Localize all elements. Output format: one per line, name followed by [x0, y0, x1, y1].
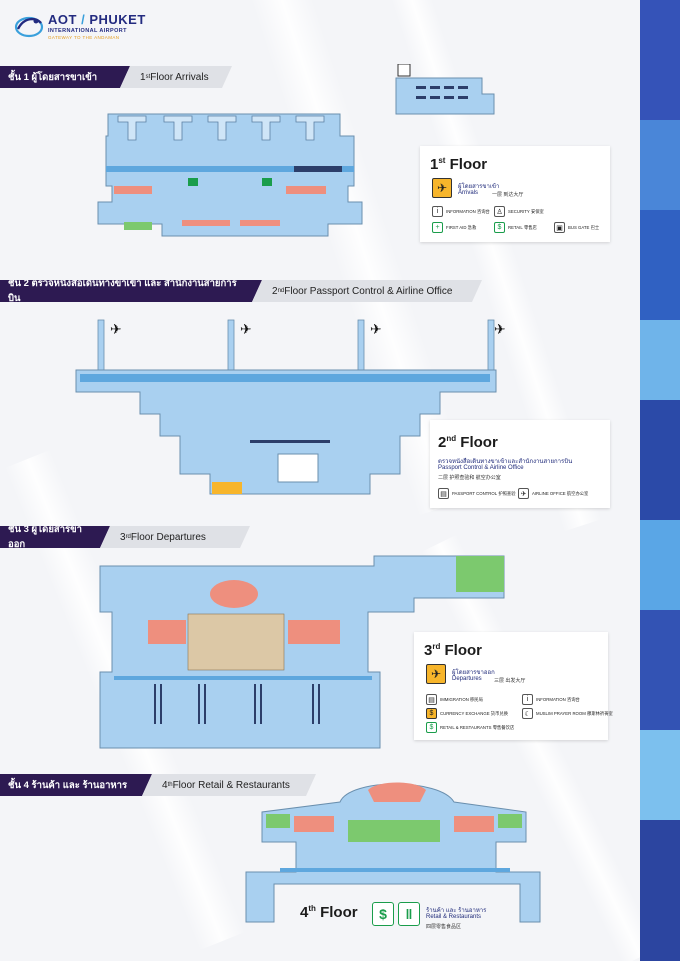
floor-4-banner-thai: ชั้น 4 ร้านค้า และ ร้านอาหาร [0, 774, 152, 796]
floor-2-banner: ชั้น 2 ตรวจหนังสือเดินทางขาเข้า และ สำนั… [0, 280, 482, 302]
first-aid-icon: + [432, 222, 443, 233]
legend-first-aid: +FIRST AID 急救 [432, 222, 476, 233]
floor-3-card-cn: 三层 出发大厅 [494, 678, 526, 684]
svg-text:✈: ✈ [494, 321, 506, 337]
floor-4-card-en: Retail & Restaurants [426, 914, 482, 920]
svg-text:✈: ✈ [370, 321, 382, 337]
logo-slash: / [81, 12, 86, 27]
legend-currency-exchange: $CURRENCY EXCHANGE 货币兑换 [426, 708, 508, 719]
muslim-prayer-room-icon: ☾ [522, 708, 533, 719]
floor-3-card-title: 3rd Floor [424, 642, 483, 659]
logo-city-text: PHUKET [89, 12, 146, 27]
security-icon: ♙ [494, 206, 505, 217]
legend-retail-restaurants: $RETAIL & RESTAURANTS 零售餐饮店 [426, 722, 514, 733]
restaurant-icon: ǁ [398, 902, 420, 926]
arrivals-icon: ✈ [432, 178, 452, 198]
floor-1-card-cn: 一层 到达大厅 [492, 192, 524, 198]
svg-text:✈: ✈ [110, 321, 122, 337]
floor-2-card-cn: 二层 护照查验和 航空办公室 [438, 475, 501, 481]
floor-3-card-en: Departures [452, 676, 482, 682]
immigration-icon: ▤ [426, 694, 437, 705]
floor-2-map: ✈ ✈ ✈ ✈ [75, 319, 506, 495]
floor-2-banner-thai: ชั้น 2 ตรวจหนังสือเดินทางขาเข้า และ สำนั… [0, 280, 262, 302]
departures-icon: ✈ [426, 664, 446, 684]
floor-2-info-card: 2nd Floor ตรวจหนังสือเดินทางขาเข้าและสำน… [430, 420, 610, 508]
floor-4-card-title: 4th Floor [300, 904, 358, 921]
floor-3-map [99, 555, 505, 749]
floor-4-card-thai: ร้านค้า และ ร้านอาหาร [426, 908, 487, 914]
bus-gate-icon: ▣ [554, 222, 565, 233]
logo-subtitle: INTERNATIONAL AIRPORT [48, 28, 127, 34]
aot-phuket-logo: AOT / PHUKET INTERNATIONAL AIRPORT GATEW… [14, 12, 146, 40]
floor-3-banner-thai: ชั้น 3 ผู้โดยสารขาออก [0, 526, 110, 548]
legend-immigration: ▤IMMIGRATION 移民局 [426, 694, 483, 705]
floor-2-card-title: 2nd Floor [438, 434, 498, 451]
floor-3-info-card: 3rd Floor ✈ ผู้โดยสารขาออก Departures 三层… [414, 632, 613, 740]
legend-bus-gate: ▣BUS GATE 巴士 [554, 222, 599, 233]
floor-4-map [245, 782, 541, 923]
passport-control-icon: ▤ [438, 488, 449, 499]
legend-airline-office: ✈AIRLINE OFFICE 航空办公室 [518, 488, 588, 499]
side-color-band [640, 0, 680, 961]
legend-muslim-prayer-room: ☾MUSLIM PRAYER ROOM 穆斯林祈祷室 [522, 708, 613, 719]
floor-1-map [97, 113, 363, 237]
floor-2-card-en: Passport Control & Airline Office [438, 465, 524, 471]
logo-aot-text: AOT [48, 12, 77, 27]
information-icon: i [522, 694, 533, 705]
retail-icon: $ [372, 902, 394, 926]
legend-passport-control: ▤PASSPORT CONTROL 护照查验 [438, 488, 516, 499]
currency-exchange-icon: $ [426, 708, 437, 719]
legend-retail: $RETAIL 零售店 [494, 222, 537, 233]
logo-tagline: GATEWAY TO THE ANDAMAN [48, 35, 120, 40]
floor-3-card-thai: ผู้โดยสารขาออก [452, 670, 495, 676]
information-icon: i [432, 206, 443, 217]
svg-text:✈: ✈ [240, 321, 252, 337]
floor-1-card-en: Arrivals [458, 190, 479, 196]
floor-1-card-title: 1st Floor [430, 156, 488, 173]
floor-1-banner-thai: ชั้น 1 ผู้โดยสารขาเข้า [0, 66, 130, 88]
retail-restaurants-icon: $ [426, 722, 437, 733]
aot-logo-icon [14, 13, 44, 39]
retail-icon: $ [494, 222, 505, 233]
legend-security: ♙SECURITY 安保室 [494, 206, 544, 217]
floor-1-bus-gate-map [395, 64, 495, 115]
floor-4-card-cn: 四层零售食品区 [426, 924, 462, 930]
airline-office-icon: ✈ [518, 488, 529, 499]
floor-1-card-thai: ผู้โดยสารขาเข้า [458, 184, 500, 190]
floor-2-card-thai: ตรวจหนังสือเดินทางขาเข้าและสำนักงานสายกา… [438, 459, 573, 465]
floor-1-info-card: 1st Floor ✈ ผู้โดยสารขาเข้า Arrivals 一层 … [420, 146, 610, 242]
